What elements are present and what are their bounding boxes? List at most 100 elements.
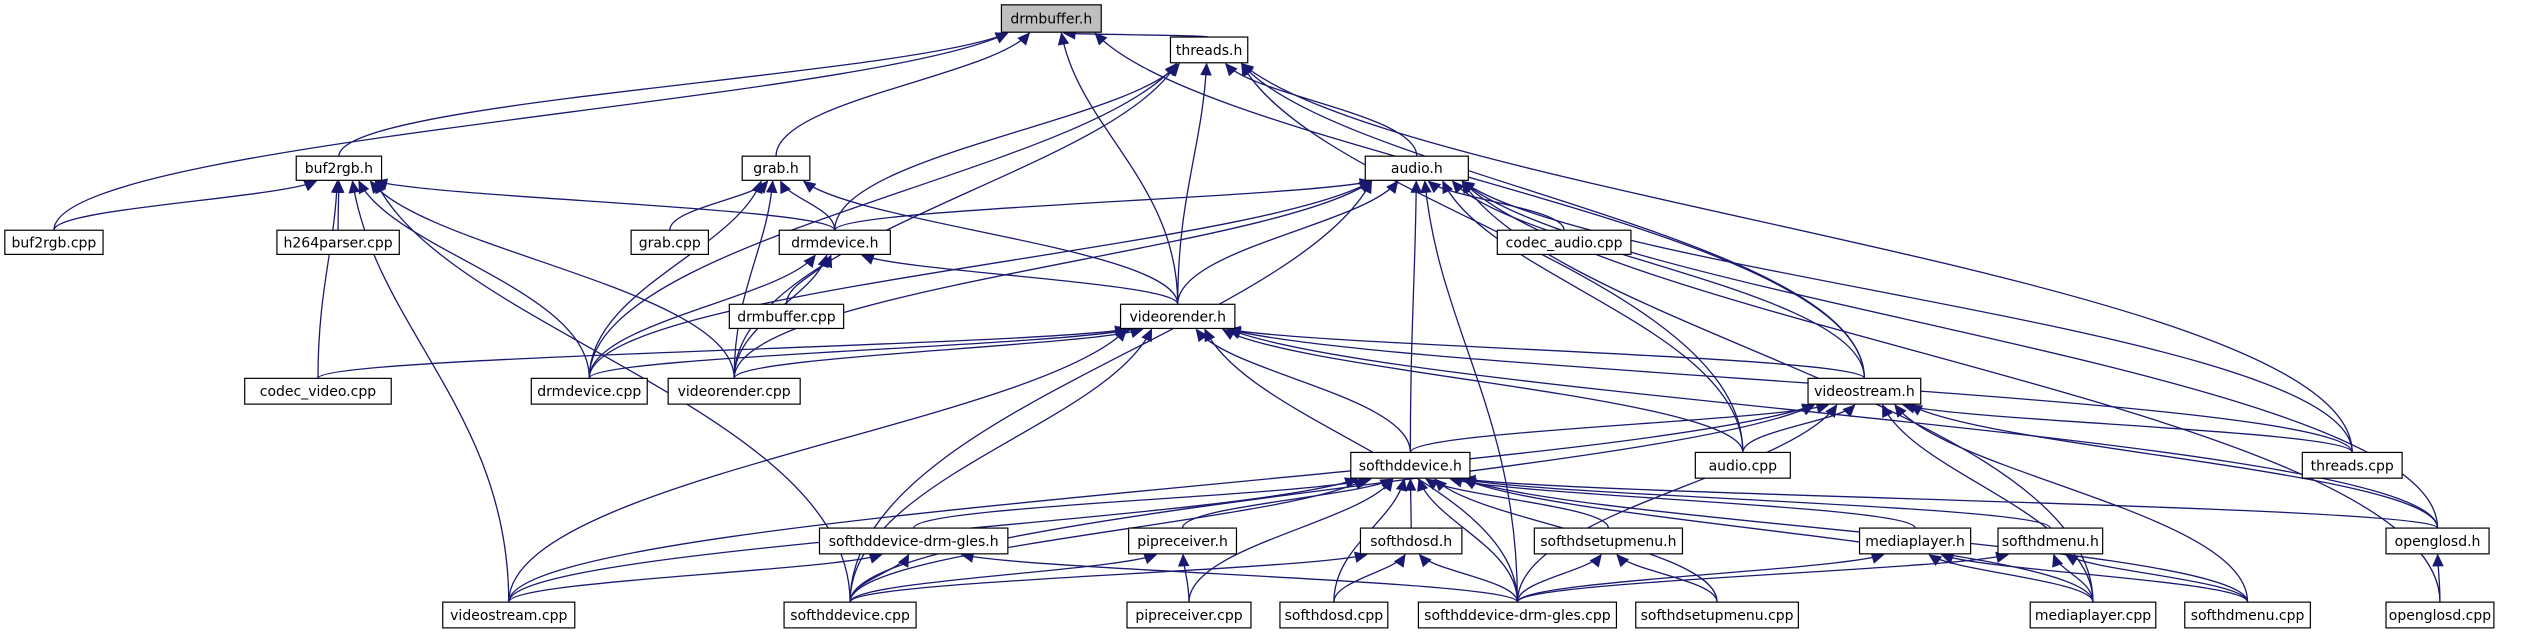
node-buf2rgb-cpp[interactable]: buf2rgb.cpp	[4, 229, 104, 255]
node-grab-h[interactable]: grab.h	[741, 155, 811, 181]
node-box[interactable]	[728, 303, 845, 330]
node-label: buf2rgb.cpp	[12, 235, 97, 251]
node-softhdosd-cpp[interactable]: softhdosd.cpp	[1279, 601, 1389, 629]
arrowhead-icon	[1094, 32, 1108, 46]
node-box[interactable]	[1635, 601, 1799, 629]
node-softhddevice-h[interactable]: softhddevice.h	[1350, 451, 1471, 479]
node-softhddevice-cpp[interactable]: softhddevice.cpp	[783, 601, 917, 629]
arrowhead-icon	[348, 180, 361, 194]
node-box[interactable]	[4, 229, 104, 255]
arrowhead-icon	[1165, 62, 1178, 77]
node-box[interactable]	[1128, 527, 1238, 555]
edge-drmdevice-cpp-to-threads-h	[588, 63, 1177, 379]
node-drmbuffer-h[interactable]: drmbuffer.h	[1000, 4, 1102, 33]
node-box[interactable]	[530, 377, 648, 405]
node-softhddevice-drm-gles-h[interactable]: softhddevice-drm-gles.h	[818, 527, 1009, 555]
node-box[interactable]	[2184, 601, 2311, 629]
node-box[interactable]	[1119, 303, 1236, 330]
node-h264parser-cpp[interactable]: h264parser.cpp	[276, 229, 400, 255]
edge-audio-cpp-to-audio-h	[1442, 181, 1744, 453]
edge-softhddevice-h-to-videorender-h	[1195, 329, 1412, 453]
edge-drmdevice-cpp-to-videorender-h	[588, 328, 1131, 379]
node-softhdosd-h[interactable]: softhdosd.h	[1359, 527, 1463, 555]
node-box[interactable]	[630, 229, 709, 255]
node-threads-cpp[interactable]: threads.cpp	[2301, 451, 2403, 479]
node-buf2rgb-h[interactable]: buf2rgb.h	[295, 155, 383, 181]
node-videostream-cpp[interactable]: videostream.cpp	[442, 601, 576, 629]
node-pipreceiver-cpp[interactable]: pipreceiver.cpp	[1126, 601, 1252, 629]
edge-softhddevice-cpp-to-softhdosd-h	[849, 554, 1367, 603]
node-box[interactable]	[741, 155, 811, 181]
node-audio-cpp[interactable]: audio.cpp	[1694, 451, 1791, 479]
node-box[interactable]	[1417, 601, 1618, 629]
node-box[interactable]	[442, 601, 576, 629]
node-box[interactable]	[2301, 451, 2403, 479]
node-openglosd-cpp[interactable]: openglosd.cpp	[2385, 601, 2495, 629]
node-label: audio.h	[1391, 161, 1443, 177]
node-softhdsetupmenu-cpp[interactable]: softhdsetupmenu.cpp	[1635, 601, 1799, 629]
node-drmbuffer-cpp[interactable]: drmbuffer.cpp	[728, 303, 845, 330]
node-softhdsetupmenu-h[interactable]: softhdsetupmenu.h	[1533, 527, 1684, 555]
node-box[interactable]	[2385, 601, 2495, 629]
node-box[interactable]	[1279, 601, 1389, 629]
edge-videorender-cpp-to-audio-h	[733, 180, 1372, 379]
arrowhead-icon	[1395, 477, 1408, 492]
node-softhdmenu-cpp[interactable]: softhdmenu.cpp	[2184, 601, 2311, 629]
node-grab-cpp[interactable]: grab.cpp	[630, 229, 709, 255]
node-box[interactable]	[295, 155, 383, 181]
node-threads-h[interactable]: threads.h	[1169, 36, 1249, 64]
arrowhead-icon	[1894, 404, 1907, 418]
node-box[interactable]	[1350, 451, 1471, 479]
node-box[interactable]	[1694, 451, 1791, 479]
arrowhead-icon	[1461, 180, 1475, 194]
node-videorender-h[interactable]: videorender.h	[1119, 303, 1236, 330]
node-videostream-h[interactable]: videostream.h	[1807, 377, 1922, 405]
node-box[interactable]	[1858, 527, 1972, 555]
node-box[interactable]	[2385, 527, 2490, 555]
node-box[interactable]	[244, 377, 392, 405]
arrowhead-icon	[1420, 180, 1432, 194]
node-audio-h[interactable]: audio.h	[1364, 155, 1469, 181]
node-codec-audio-cpp[interactable]: codec_audio.cpp	[1496, 229, 1632, 255]
node-drmdevice-cpp[interactable]: drmdevice.cpp	[530, 377, 648, 405]
node-label: buf2rgb.h	[305, 161, 373, 177]
node-box[interactable]	[1364, 155, 1469, 181]
arrowhead-icon	[1801, 404, 1816, 416]
node-codec-video-cpp[interactable]: codec_video.cpp	[244, 377, 392, 405]
arrowhead-icon	[1352, 478, 1367, 490]
edge-mediaplayer-cpp-to-mediaplayer-h	[1928, 554, 2094, 603]
node-box[interactable]	[276, 229, 400, 255]
arrowhead-icon	[803, 254, 816, 268]
focus-node-box[interactable]	[1000, 4, 1102, 33]
node-softhddevice-drm-gles-cpp[interactable]: softhddevice-drm-gles.cpp	[1417, 601, 1618, 629]
arrowhead-icon	[1427, 180, 1442, 194]
arrowhead-icon	[1410, 180, 1422, 193]
node-label: codec_video.cpp	[260, 384, 376, 400]
node-box[interactable]	[1359, 527, 1463, 555]
node-box[interactable]	[1126, 601, 1252, 629]
node-box[interactable]	[1169, 36, 1249, 64]
node-softhdmenu-h[interactable]: softhdmenu.h	[1997, 527, 2104, 555]
node-box[interactable]	[818, 527, 1009, 555]
node-box[interactable]	[783, 601, 917, 629]
node-box[interactable]	[1533, 527, 1684, 555]
node-box[interactable]	[1997, 527, 2104, 555]
node-openglosd-h[interactable]: openglosd.h	[2385, 527, 2490, 555]
node-mediaplayer-cpp[interactable]: mediaplayer.cpp	[2029, 601, 2157, 629]
edge-buf2rgb-cpp-to-buf2rgb-h	[53, 180, 317, 231]
edge-drmdevice-cpp-to-drmdevice-h	[588, 254, 816, 379]
node-videorender-cpp[interactable]: videorender.cpp	[667, 377, 801, 405]
node-box[interactable]	[2029, 601, 2157, 629]
node-box[interactable]	[1496, 229, 1632, 255]
edge-grab-h-to-drmbuffer-h	[775, 32, 1030, 157]
edge-buf2rgb-h-to-drmbuffer-h	[338, 32, 1008, 157]
node-label: videorender.h	[1129, 309, 1225, 325]
edge-mediaplayer-cpp-to-softhddevice-h	[1463, 478, 2094, 603]
node-box[interactable]	[1807, 377, 1922, 405]
node-pipreceiver-h[interactable]: pipreceiver.h	[1128, 527, 1238, 555]
node-box[interactable]	[667, 377, 801, 405]
node-drmdevice-h[interactable]: drmdevice.h	[778, 229, 891, 255]
arrowhead-icon	[1381, 478, 1394, 492]
node-box[interactable]	[778, 229, 891, 255]
node-mediaplayer-h[interactable]: mediaplayer.h	[1858, 527, 1972, 555]
